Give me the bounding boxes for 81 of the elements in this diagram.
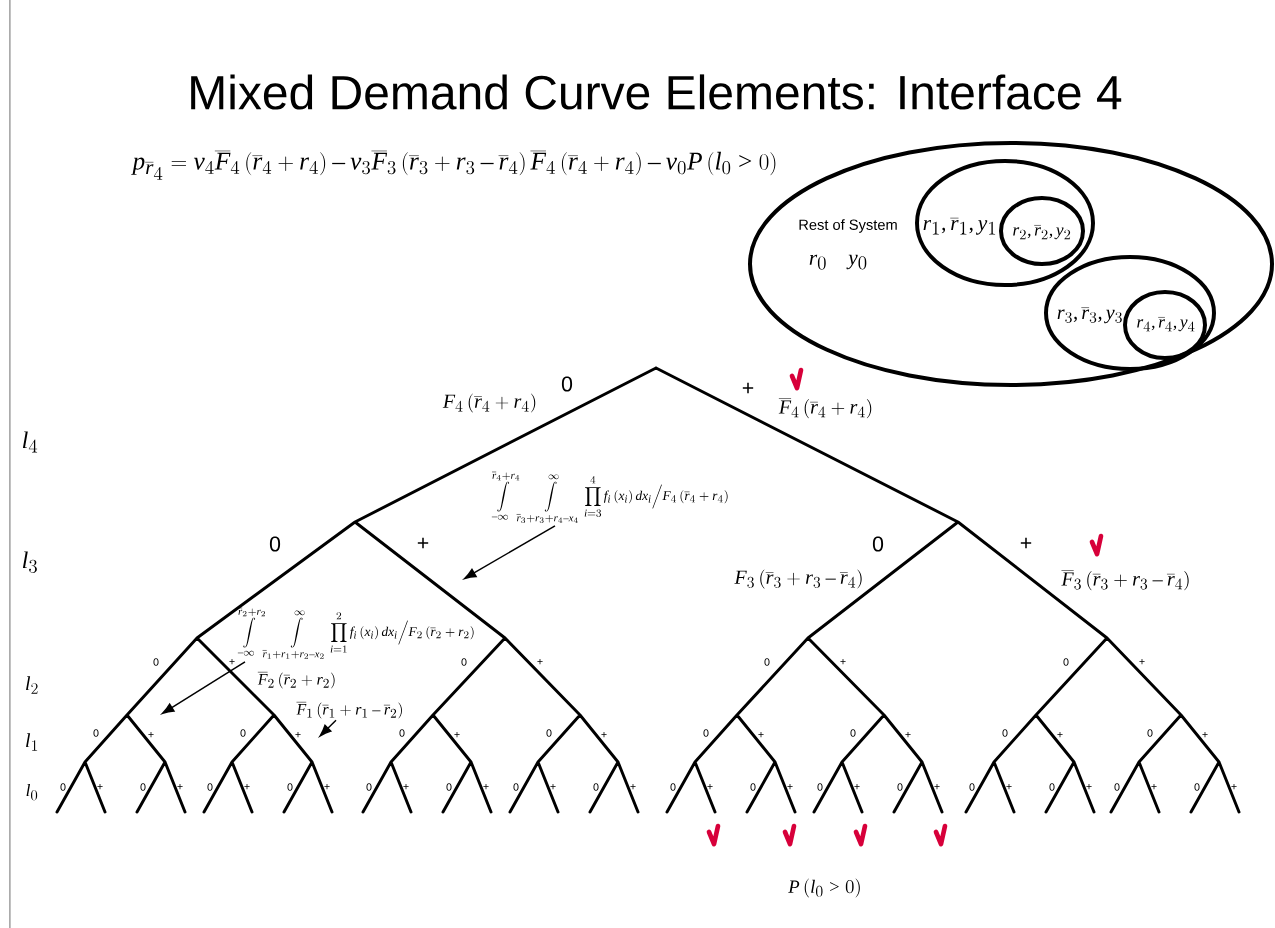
branch-label: + — [1006, 783, 1012, 790]
branch-label: + — [707, 783, 713, 790]
branch-label: + — [787, 783, 793, 790]
branch-label: + — [550, 783, 556, 790]
branch-label: 0 — [153, 658, 159, 666]
branch-label: + — [148, 731, 154, 738]
branch-label: 0 — [1063, 658, 1069, 666]
branch-label: + — [417, 537, 429, 549]
branch-label: 0 — [1114, 783, 1120, 791]
formula: $\overline{F}_3\left(\overline{r}_3+r_3-\overline{r}_4\right)$ — [1061, 570, 1189, 591]
branch-label: + — [934, 783, 940, 790]
level-label: $l_0$ — [26, 784, 38, 801]
branch-label: 0 — [593, 783, 599, 791]
equation: $p_{\overline{r}_4}=v_4\overline{F}_4\left(\overline{r}_4+r_4\right)-v_3\overline{F}_3\left(\overline{r}_3+r_3-\overline{r}_4\right)\overline{F}_4\left(\overline{r}_4+r_4\right)-v_0P\left(l_0>0\right)$ — [131, 150, 776, 180]
branch-label: 0 — [764, 658, 770, 666]
branch-label: 0 — [897, 783, 903, 791]
branch-label: 0 — [703, 729, 709, 737]
level-label: $l_2$ — [26, 676, 38, 694]
level-label: $l_4$ — [22, 431, 38, 453]
branch-label: + — [244, 783, 250, 790]
leader-arrow — [161, 661, 246, 715]
branch-label: + — [905, 731, 911, 738]
branch-label: + — [97, 783, 103, 790]
branch-label: + — [454, 731, 460, 738]
branch-label: 0 — [1049, 783, 1055, 791]
branch-label: + — [403, 783, 409, 790]
branch-label: + — [1086, 783, 1092, 790]
branch-label: 0 — [513, 783, 519, 791]
branch-label: + — [1151, 783, 1157, 790]
formula: $\overline{F}_1\left(\overline{r}_1+r_1-\overline{r}_2\right)$ — [296, 702, 402, 719]
level-label: $l_1$ — [26, 733, 38, 751]
branch-label: + — [229, 658, 235, 665]
branch-label: 0 — [366, 783, 372, 791]
branch-label: 0 — [399, 729, 405, 737]
branch-label: + — [840, 658, 846, 665]
branch-label: 0 — [750, 783, 756, 791]
branch-label: + — [601, 731, 607, 738]
formula: $P\left(l_0>0\right)$ — [788, 878, 860, 898]
formula: $\int\limits_{-\infty}^{\overline{r}_2+r_2}\int\limits_{\overline{r}_1+r_1+r_2-x_2}^{\infty}\prod_{i=1}^{2}f_i\left(x_i\right)dx_i\Big/F_2\left(\overline{r}_2+r_2\right)$ — [237, 607, 474, 659]
branch-label: 0 — [287, 783, 293, 791]
branch-label: 0 — [207, 783, 213, 791]
formula: $F_3\left(\overline{r}_3+r_3-\overline{r}_4\right)$ — [734, 569, 862, 589]
branch-label: 0 — [461, 658, 467, 666]
branch-label: + — [854, 783, 860, 790]
branch-label: + — [177, 783, 183, 790]
branch-label: + — [1020, 537, 1032, 549]
branch-label: 0 — [60, 783, 66, 791]
branch-label: 0 — [1147, 729, 1153, 737]
formula: $\int\limits_{-\infty}^{\overline{r}_4+r_4}\int\limits_{\overline{r}_3+r_3+r_4-x_4}^{\infty}\prod_{i=3}^{4}f_i\left(x_i\right)dx_i\Big/F_4\left(\overline{r}_4+r_4\right)$ — [491, 471, 728, 523]
branch-label: + — [483, 783, 489, 790]
branch-label: 0 — [1002, 729, 1008, 737]
leader-arrow — [463, 525, 556, 580]
branch-label: + — [630, 783, 636, 790]
branch-label: 0 — [269, 536, 281, 552]
title: Mixed Demand Curve Elements: Interface 4 — [191, 74, 1122, 110]
branch-label: 0 — [872, 536, 884, 552]
branch-label: + — [537, 658, 543, 665]
branch-label: 0 — [817, 783, 823, 791]
branch-label: + — [1057, 731, 1063, 738]
formula: $\overline{F}_4\left(\overline{r}_4+r_4\right)$ — [778, 398, 872, 419]
branch-label: + — [1139, 658, 1145, 665]
branch-label: 0 — [561, 376, 573, 392]
branch-label: + — [324, 783, 330, 790]
level-label: $l_3$ — [22, 551, 37, 573]
branch-label: 0 — [850, 729, 856, 737]
branch-label: + — [758, 731, 764, 738]
branch-label: 0 — [670, 783, 676, 791]
branch-label: 0 — [969, 783, 975, 791]
branch-label: 0 — [446, 783, 452, 791]
branch-label: 0 — [1194, 783, 1200, 791]
branch-label: + — [1202, 731, 1208, 738]
formula: $\overline{F}_2\left(\overline{r}_2+r_2\right)$ — [257, 672, 335, 689]
branch-label: 0 — [546, 729, 552, 737]
branch-label: 0 — [240, 729, 246, 737]
formula: $F_4\left(\overline{r}_4+r_4\right)$ — [442, 393, 536, 413]
branch-label: + — [295, 731, 301, 738]
branch-label: 0 — [140, 783, 146, 791]
branch-label: + — [742, 382, 754, 394]
leader-arrow — [319, 719, 337, 737]
branch-label: + — [1231, 783, 1237, 790]
branch-label: 0 — [93, 729, 99, 737]
